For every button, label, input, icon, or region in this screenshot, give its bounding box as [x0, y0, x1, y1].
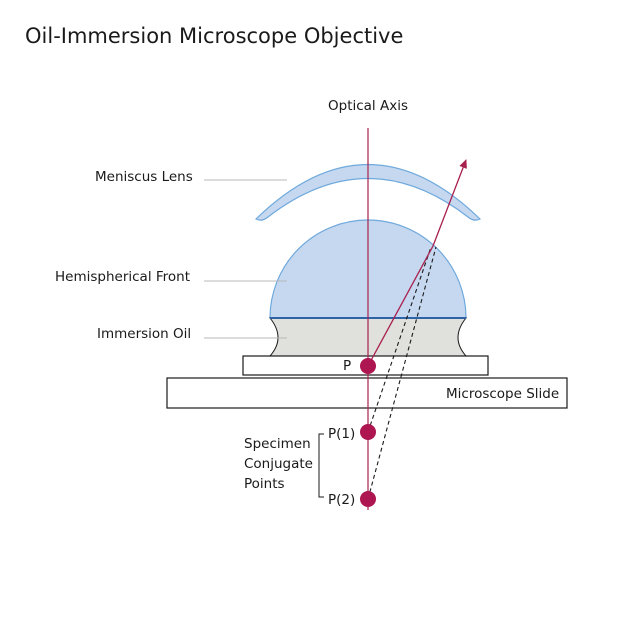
- point-p2-label: P(2): [328, 492, 355, 508]
- point-p1-label: P(1): [328, 426, 355, 442]
- point-p-label: P: [343, 358, 351, 374]
- specimen-label-line2: Conjugate: [244, 456, 313, 472]
- immersion-oil-label: Immersion Oil: [97, 326, 191, 342]
- hemispherical-front-label: Hemispherical Front: [55, 269, 190, 285]
- microscope-slide-label: Microscope Slide: [446, 386, 559, 402]
- refracted-ray-arrow: [432, 159, 467, 247]
- specimen-bracket: [318, 433, 324, 498]
- microscope-slide: [166, 377, 568, 409]
- point-p: [360, 358, 376, 374]
- dashed-ray-p2: [367, 246, 437, 500]
- point-p2: [360, 491, 376, 507]
- dashed-ray-p1: [367, 246, 432, 433]
- point-p1: [360, 424, 376, 440]
- specimen-label-line1: Specimen: [244, 436, 311, 452]
- diagram-title: Oil-Immersion Microscope Objective: [25, 24, 403, 48]
- specimen-label-line3: Points: [244, 476, 285, 492]
- meniscus-lens-label: Meniscus Lens: [95, 169, 193, 185]
- ray-p-to-surface: [367, 245, 434, 367]
- optical-axis-label: Optical Axis: [328, 98, 408, 114]
